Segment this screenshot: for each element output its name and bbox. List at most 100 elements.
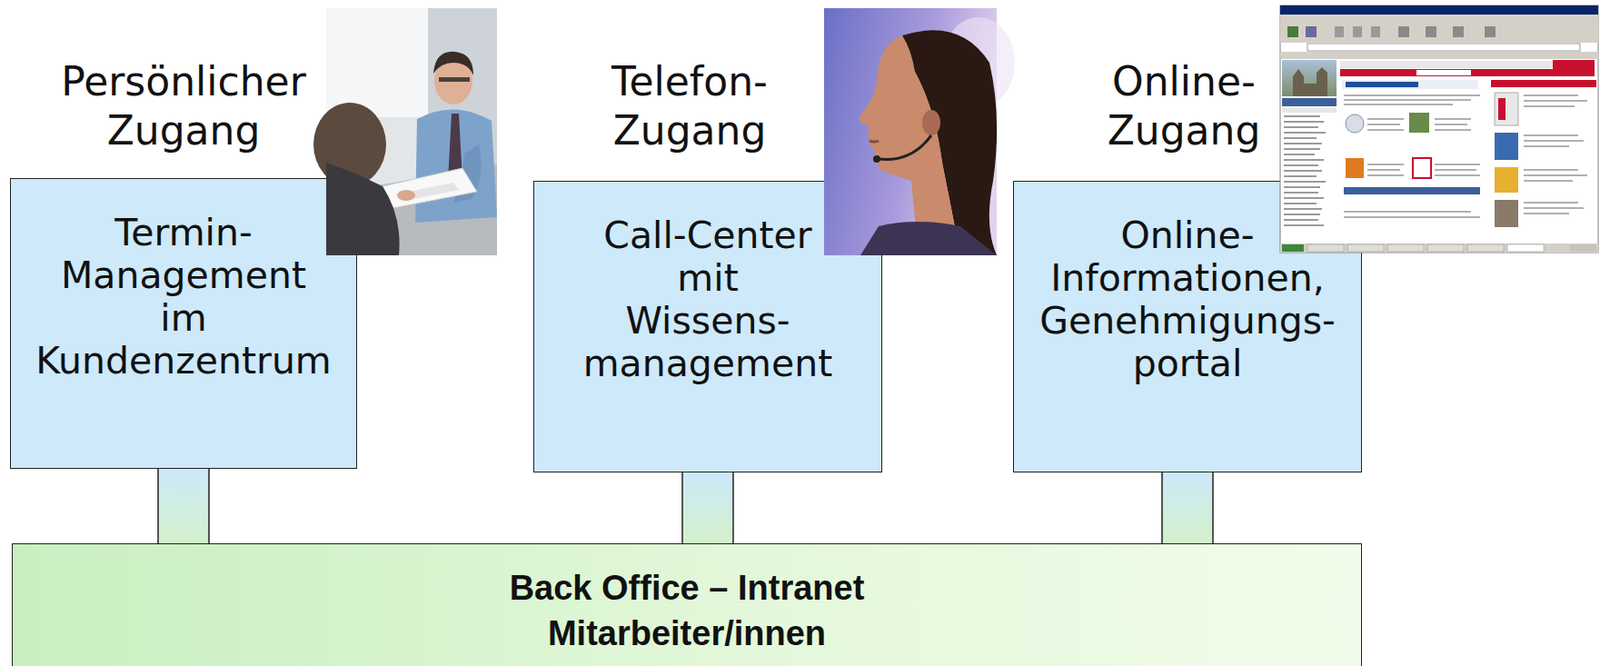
content-lines-part (1434, 163, 1481, 166)
website-screenshot-part (1307, 43, 1581, 51)
call-center-photo-part (902, 29, 997, 256)
website-screenshot-part (1345, 158, 1364, 179)
nav-list-part (1283, 213, 1321, 216)
side-lines-part (1523, 207, 1584, 209)
office-photo-part (326, 162, 400, 256)
website-screenshot-part (1292, 67, 1328, 97)
website-screenshot-part (1280, 243, 1599, 253)
website-screenshot-part (1371, 26, 1381, 38)
website-screenshot-part (1280, 5, 1599, 15)
side-lines-part (1523, 168, 1579, 171)
access-channel-node: Telefon- ZugangCall-Center mit Wissens- … (533, 57, 883, 473)
office-photo-part (453, 144, 482, 203)
channel-box: Termin- Management im Kundenzentrum (9, 178, 358, 469)
content-lines-part (1434, 168, 1477, 171)
content-lines-part (1367, 123, 1401, 126)
connector-bar (158, 468, 209, 544)
website-screenshot-part (1490, 79, 1597, 88)
nav-list-part (1283, 120, 1324, 123)
nav-list-part (1283, 153, 1315, 156)
channel-heading: Online- Zugang (1009, 57, 1359, 156)
call-center-photo-part (859, 35, 961, 256)
call-center-photo-part (942, 17, 1015, 109)
access-channel-node: Persönlicher ZugangTermin- Management im… (9, 57, 358, 469)
channel-box: Online- Informationen, Genehmigungs- por… (1013, 180, 1362, 473)
connector-side (732, 472, 735, 544)
channel-description: Termin- Management im Kundenzentrum (10, 211, 357, 383)
channel-box: Call-Center mit Wissens- management (533, 180, 883, 473)
side-lines (1523, 94, 1588, 215)
connector-bar (682, 472, 734, 544)
website-screenshot-part (1494, 199, 1519, 228)
channel-heading: Persönlicher Zugang (9, 57, 358, 156)
website-screenshot-part (1345, 81, 1419, 88)
nav-list-part (1283, 115, 1321, 118)
call-center-photo-part (922, 109, 941, 136)
side-lines-part (1523, 139, 1584, 142)
office-photo-part (398, 182, 459, 201)
nav-list-part (1283, 164, 1319, 167)
band-text: Mitarbeiter/innen (12, 610, 1362, 656)
website-screenshot-part (1569, 244, 1597, 252)
content-lines-part (1367, 168, 1401, 171)
website-screenshot-part (1281, 244, 1304, 252)
office-photo-part (415, 109, 497, 223)
content-lines-part (1343, 99, 1471, 101)
website-screenshot-part (1467, 244, 1504, 252)
side-lines-part (1523, 201, 1579, 204)
channel-description: Online- Informationen, Genehmigungs- por… (1013, 214, 1362, 386)
website-screenshot-part (1280, 5, 1599, 253)
website-screenshot-part (1552, 59, 1595, 77)
content-lines-part (1343, 216, 1481, 219)
website-screenshot-part (1287, 26, 1299, 38)
website-screenshot-part (1498, 98, 1506, 120)
website-screenshot-part (1280, 14, 1599, 23)
website-screenshot-part (1352, 26, 1362, 38)
website-screenshot-part (1305, 26, 1317, 38)
content-lines-part (1343, 94, 1481, 97)
connector-side (1161, 472, 1163, 544)
nav-list (1283, 115, 1326, 227)
call-center-photo-part (860, 221, 997, 256)
office-photo (313, 8, 497, 256)
nav-list-part (1283, 191, 1319, 194)
website-screenshot-part (1494, 132, 1519, 160)
call-center-photo-part (878, 135, 932, 160)
office-photo-part (447, 113, 463, 190)
website-screenshot-part (1280, 51, 1599, 60)
office-photo-part (433, 51, 474, 76)
website-screenshot-part (1387, 244, 1424, 252)
content-lines-part (1367, 174, 1404, 177)
nav-list-part (1283, 224, 1324, 227)
website-screenshot-part (1334, 26, 1344, 38)
call-center-photo-part (873, 155, 881, 163)
website-screenshot-part (1412, 158, 1432, 179)
connector-fill (682, 472, 734, 544)
website-screenshot-part (1398, 26, 1410, 38)
website-screenshot-part (1280, 22, 1599, 43)
website-screenshot-part (1494, 167, 1519, 193)
nav-list-part (1283, 208, 1322, 210)
nav-list-part (1283, 137, 1317, 140)
office-photo-part (326, 164, 497, 256)
office-photo-part (313, 102, 387, 187)
content-lines-part (1343, 103, 1453, 106)
website-screenshot-part (1281, 108, 1337, 113)
content-lines-part (1434, 174, 1481, 177)
website-screenshot-part (1281, 59, 1337, 97)
nav-list-part (1283, 186, 1321, 189)
connector-side (1212, 472, 1214, 544)
nav-list-part (1283, 142, 1322, 145)
content-lines-part (1434, 123, 1468, 126)
website-screenshot-part (1484, 26, 1496, 38)
office-photo-part (397, 189, 416, 201)
website-screenshot-part (1494, 92, 1519, 126)
side-lines-part (1523, 174, 1588, 177)
connector-bar (1162, 472, 1213, 544)
side-lines-part (1523, 134, 1579, 137)
call-center-photo (824, 8, 1015, 256)
website-screenshot-part (1341, 79, 1479, 90)
website-screenshot (1280, 5, 1599, 253)
access-channel-node: Online- ZugangOnline- Informationen, Gen… (1013, 57, 1362, 473)
